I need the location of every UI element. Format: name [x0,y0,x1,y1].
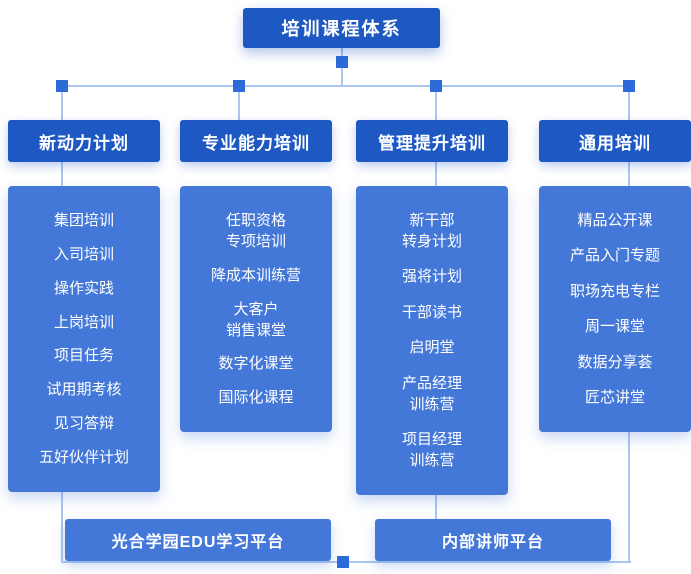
course-item: 集团培训 [53,212,114,229]
column-header-label: 新动力计划 [39,133,129,153]
course-item: 数据分享荟 [577,353,653,371]
course-item: 周一课堂 [584,318,645,336]
course-item: 见习答辩 [53,415,114,433]
diagram-title: 培训课程体系 [243,8,440,48]
course-item: 项目经理 训练营 [401,430,462,469]
course-item: 干部读书 [401,303,462,321]
column-body: 精品公开课 产品入门专题 职场充电专栏 周一课堂 数据分享荟 匠芯讲堂 [539,186,691,432]
column-general-training: 通用培训 精品公开课 产品入门专题 职场充电专栏 周一课堂 数据分享荟 匠芯讲堂 [539,120,691,432]
connector-node-col1 [56,80,68,92]
platform-edu-learning: 光合学园EDU学习平台 [65,519,331,561]
connector-node-bottom [337,556,349,568]
course-item: 上岗培训 [53,313,114,331]
course-item: 产品入门专题 [569,247,660,265]
column-header-label: 专业能力培训 [202,133,310,153]
course-item: 五好伙伴计划 [38,448,129,466]
column-body: 新干部 转身计划 强将计划 干部读书 启明堂 产品经理 训练营 项目经理 训练营 [356,186,508,495]
course-item: 精品公开课 [577,212,653,229]
column-professional-ability-training: 专业能力培训 任职资格 专项培训 降成本训练营 大客户 销售课堂 数字化课堂 国… [180,120,332,432]
platform-label: 光合学园EDU学习平台 [111,534,285,551]
course-item: 职场充电专栏 [569,282,660,300]
connector-node-col2 [233,80,245,92]
column-new-power-plan: 新动力计划 集团培训 入司培训 操作实践 上岗培训 项目任务 试用期考核 见习答… [8,120,160,492]
platform-internal-lecturer: 内部讲师平台 [375,519,611,561]
connector-node-col3 [430,80,442,92]
connector-node-col4 [623,80,635,92]
course-item: 数字化课堂 [218,355,294,373]
course-item: 国际化课程 [218,389,294,406]
course-item: 操作实践 [53,279,114,297]
course-item: 强将计划 [401,268,462,286]
connector-node-top [336,56,348,68]
course-item: 匠芯讲堂 [584,388,645,406]
connector-main-horizontal [61,85,631,87]
connector-col2-drop [238,85,240,125]
course-item: 任职资格 专项培训 [225,212,286,250]
course-item: 产品经理 训练营 [401,374,462,413]
course-item: 大客户 销售课堂 [225,300,286,339]
column-header: 新动力计划 [8,120,160,162]
course-item: 入司培训 [53,245,114,263]
column-header: 管理提升培训 [356,120,508,162]
course-item: 新干部 转身计划 [401,212,462,250]
column-management-improvement-training: 管理提升培训 新干部 转身计划 强将计划 干部读书 启明堂 产品经理 训练营 项… [356,120,508,495]
course-item: 启明堂 [409,339,455,357]
column-header-label: 通用培训 [579,133,651,153]
diagram-title-label: 培训课程体系 [281,19,402,39]
column-header: 专业能力培训 [180,120,332,162]
column-body: 集团培训 入司培训 操作实践 上岗培训 项目任务 试用期考核 见习答辩 五好伙伴… [8,186,160,492]
platform-label: 内部讲师平台 [441,534,544,551]
course-item: 降成本训练营 [210,266,301,284]
course-item: 项目任务 [53,347,114,365]
column-header-label: 管理提升培训 [378,133,486,153]
course-item: 试用期考核 [46,381,122,399]
column-header: 通用培训 [539,120,691,162]
column-body: 任职资格 专项培训 降成本训练营 大客户 销售课堂 数字化课堂 国际化课程 [180,186,332,432]
